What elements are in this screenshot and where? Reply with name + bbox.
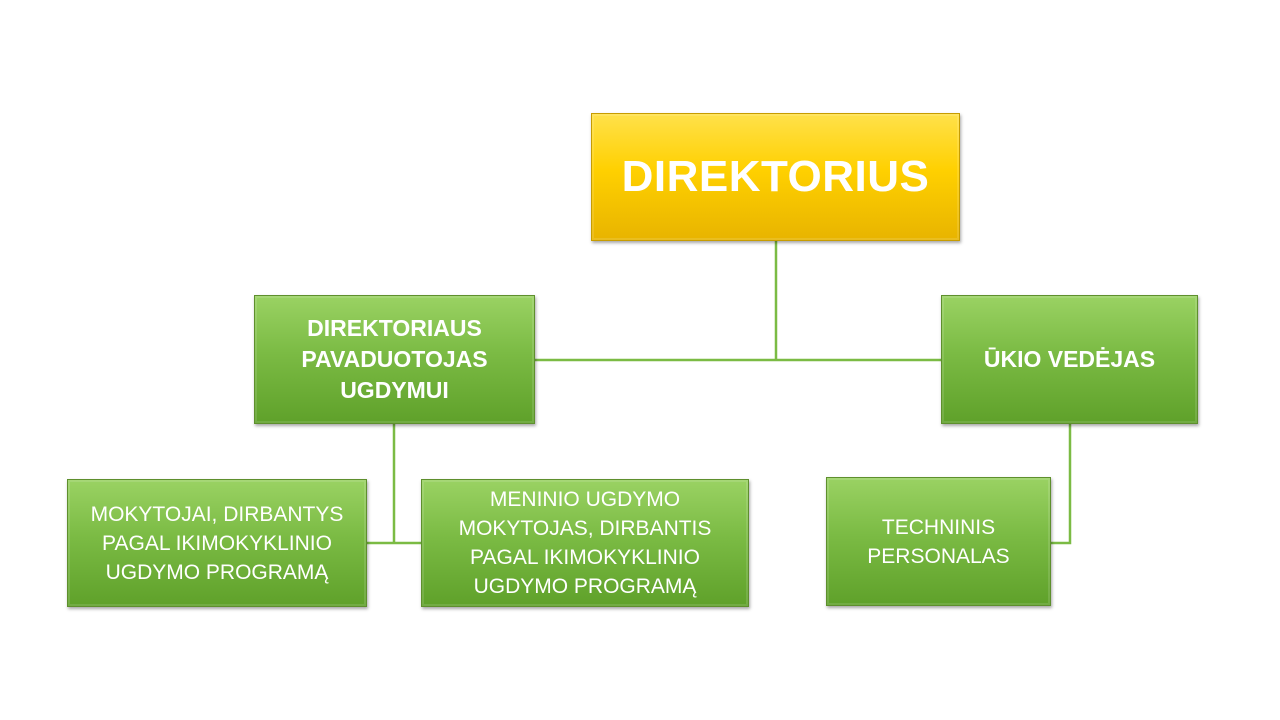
- node-technical-staff-label: TECHNINIS PERSONALAS: [867, 515, 1010, 568]
- node-teachers: MOKYTOJAI, DIRBANTYS PAGAL IKIMOKYKLINIO…: [67, 479, 367, 607]
- node-deputy-director-label: DIREKTORIAUS PAVADUOTOJAS UGDYMUI: [301, 315, 488, 403]
- node-director: DIREKTORIUS: [591, 113, 960, 241]
- node-music-teacher-label: MENINIO UGDYMO MOKYTOJAS, DIRBANTIS PAGA…: [458, 488, 712, 598]
- node-deputy-director: DIREKTORIAUS PAVADUOTOJAS UGDYMUI: [254, 295, 535, 424]
- node-director-label: DIREKTORIUS: [621, 152, 930, 201]
- connector-facility-to-technical: [1051, 424, 1072, 545]
- node-facility-manager: ŪKIO VEDĖJAS: [941, 295, 1198, 424]
- node-teachers-label: MOKYTOJAI, DIRBANTYS PAGAL IKIMOKYKLINIO…: [90, 502, 344, 584]
- node-facility-manager-label: ŪKIO VEDĖJAS: [983, 346, 1156, 372]
- node-technical-staff: TECHNINIS PERSONALAS: [826, 477, 1051, 606]
- node-music-teacher: MENINIO UGDYMO MOKYTOJAS, DIRBANTIS PAGA…: [421, 479, 749, 607]
